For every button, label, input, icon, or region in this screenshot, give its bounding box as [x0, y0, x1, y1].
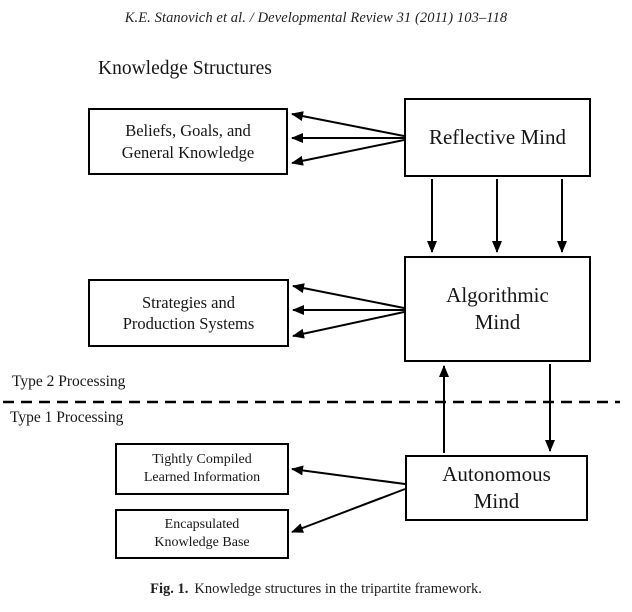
arrow-autonomous-to-tightly-compiled	[291, 465, 406, 485]
node-label-line: General Knowledge	[121, 142, 255, 162]
arrow-reflective-to-beliefs-bottom	[291, 139, 405, 166]
arrow-reflective-to-beliefs-top	[291, 111, 405, 137]
node-reflective-mind: Reflective Mind	[404, 98, 591, 177]
arrow-algorithmic-to-strategies-top	[292, 283, 405, 309]
node-label-line: Mind	[473, 489, 520, 513]
figure-caption: Fig. 1. Knowledge structures in the tripa…	[0, 581, 632, 598]
arrow-autonomous-to-encapsulated	[291, 488, 406, 533]
node-label-line: Reflective Mind	[428, 125, 567, 150]
node-label-line: Encapsulated	[164, 517, 240, 533]
node-beliefs-goals-general-knowledge: Beliefs, Goals, and General Knowledge	[88, 108, 288, 175]
node-label-line: Algorithmic	[446, 283, 549, 308]
node-autonomous-mind: Autonomous Mind	[405, 455, 588, 521]
node-label-line: Strategies and	[141, 292, 235, 312]
node-label-line: Autonomous	[442, 462, 551, 487]
type-1-processing-label: Type 1 Processing	[10, 409, 124, 426]
arrow-algorithmic-to-strategies-bottom	[292, 311, 405, 339]
node-strategies-production-systems: Strategies and Production Systems	[88, 279, 289, 347]
figure-caption-text: Knowledge structures in the tripartite f…	[194, 581, 482, 597]
journal-citation-header: K.E. Stanovich et al. / Developmental Re…	[124, 10, 508, 26]
figure-title: Knowledge Structures	[98, 58, 272, 79]
node-label-line: Beliefs, Goals, and	[125, 121, 251, 141]
node-label-line: Mind	[474, 310, 521, 334]
node-tightly-compiled-learned-information: Tightly Compiled Learned Information	[115, 443, 289, 495]
node-encapsulated-knowledge-base: Encapsulated Knowledge Base	[115, 509, 289, 559]
type-2-processing-label: Type 2 Processing	[12, 373, 126, 390]
node-label-line: Tightly Compiled	[152, 452, 252, 468]
node-label-line: Learned Information	[143, 470, 261, 485]
node-label-line: Knowledge Base	[154, 535, 250, 550]
node-algorithmic-mind: Algorithmic Mind	[404, 256, 591, 362]
node-label-line: Production Systems	[122, 314, 255, 333]
figure-caption-number: Fig. 1.	[150, 581, 189, 597]
